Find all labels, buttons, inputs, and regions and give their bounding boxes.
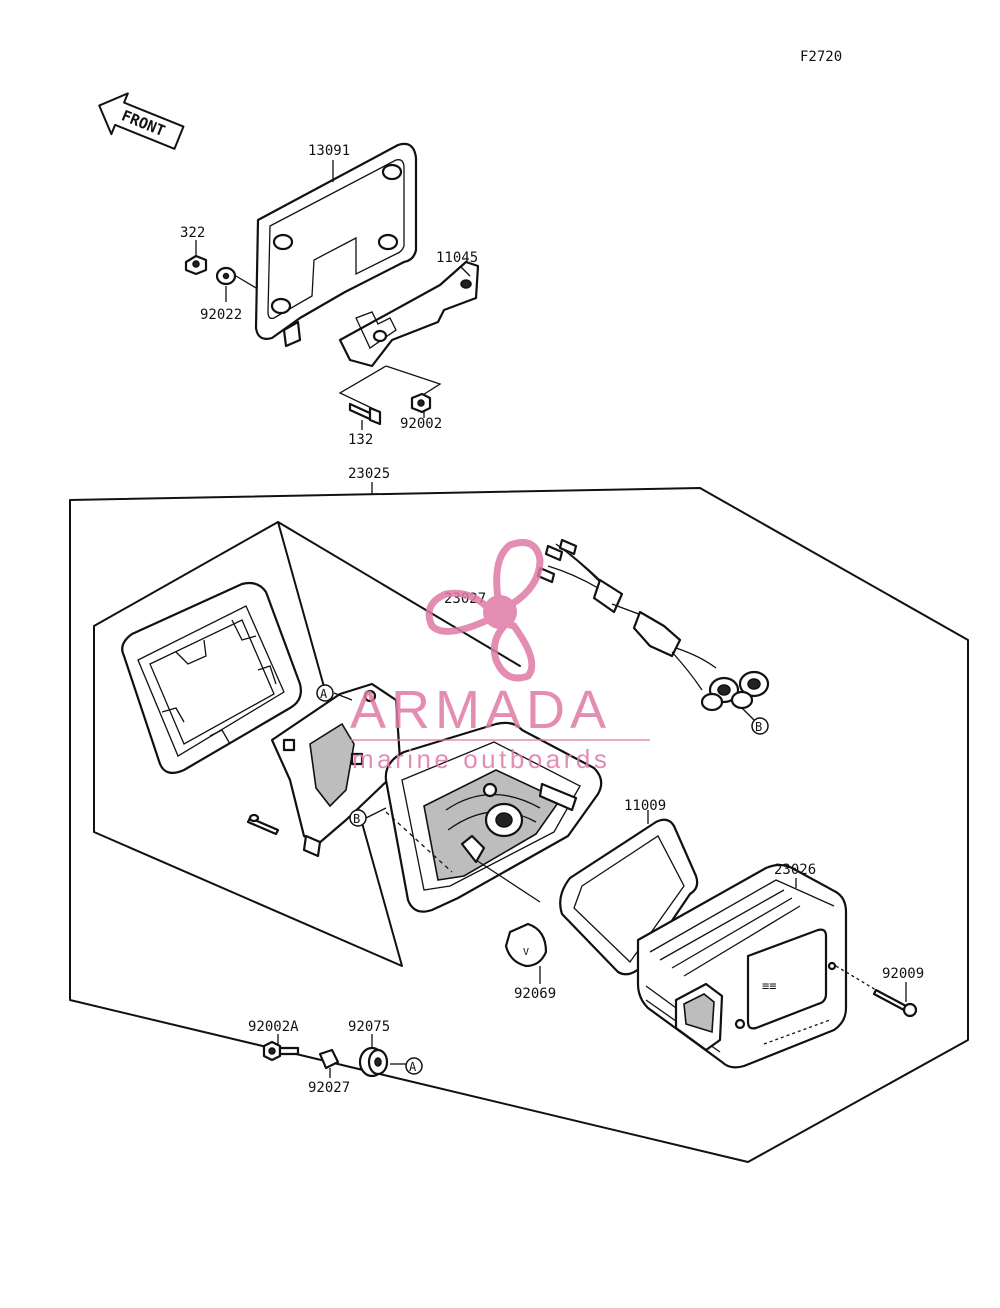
lamp-housing — [384, 721, 603, 913]
svg-text:B: B — [353, 812, 360, 826]
watermark-tagline: marine outboards — [352, 744, 610, 774]
svg-text:A: A — [320, 687, 328, 701]
front-label: FRONT — [119, 107, 168, 141]
bolt-132 — [348, 402, 382, 426]
gasket-11009 — [559, 818, 699, 976]
label-23025: 23025 — [348, 466, 390, 482]
callout-a-upper: A — [316, 684, 334, 702]
lens-23026: ≡≡ — [636, 863, 848, 1069]
nut-322 — [184, 254, 208, 276]
label-92075: 92075 — [348, 1019, 390, 1035]
license-plate-bracket — [254, 142, 418, 348]
bulb-92069: V — [504, 922, 548, 968]
label-132: 132 — [348, 432, 373, 448]
screw-92009 — [872, 988, 918, 1018]
label-23026: 23026 — [774, 862, 816, 878]
callout-b-harness: B — [751, 717, 769, 735]
assembly-23025-outline — [69, 487, 969, 1163]
subassembly-23027-outline — [93, 521, 403, 967]
housing-bracket — [270, 682, 402, 858]
collar-92027 — [318, 1048, 340, 1070]
nut-92002 — [410, 392, 432, 414]
front-arrow-icon: FRONT — [98, 92, 185, 150]
label-92022: 92022 — [200, 307, 242, 323]
label-92069: 92069 — [514, 986, 556, 1002]
lens-marking: ≡≡ — [762, 979, 776, 993]
label-13091: 13091 — [308, 143, 350, 159]
watermark-brand: ARMADA — [350, 680, 611, 740]
label-11009: 11009 — [624, 798, 666, 814]
label-92002: 92002 — [400, 416, 442, 432]
nut-92002A — [262, 1040, 300, 1062]
label-92002A: 92002A — [248, 1019, 299, 1035]
callout-b-lower: B — [349, 809, 367, 827]
label-92027: 92027 — [308, 1080, 350, 1096]
armada-watermark: ARMADA marine outboards — [350, 539, 650, 774]
screw-left — [246, 813, 280, 836]
lens-frame — [121, 581, 302, 775]
label-92009: 92009 — [882, 966, 924, 982]
label-11045: 11045 — [436, 250, 478, 266]
mounting-bracket — [338, 260, 480, 368]
callout-a-grommet: A — [405, 1057, 423, 1075]
grommet-92075 — [358, 1046, 389, 1078]
propeller-logo-icon — [425, 539, 544, 682]
svg-text:A: A — [409, 1060, 417, 1074]
label-322: 322 — [180, 225, 205, 241]
svg-text:V: V — [523, 947, 529, 958]
figure-code: F2720 — [800, 49, 842, 65]
washer-92022 — [215, 266, 237, 286]
svg-text:B: B — [755, 720, 762, 734]
